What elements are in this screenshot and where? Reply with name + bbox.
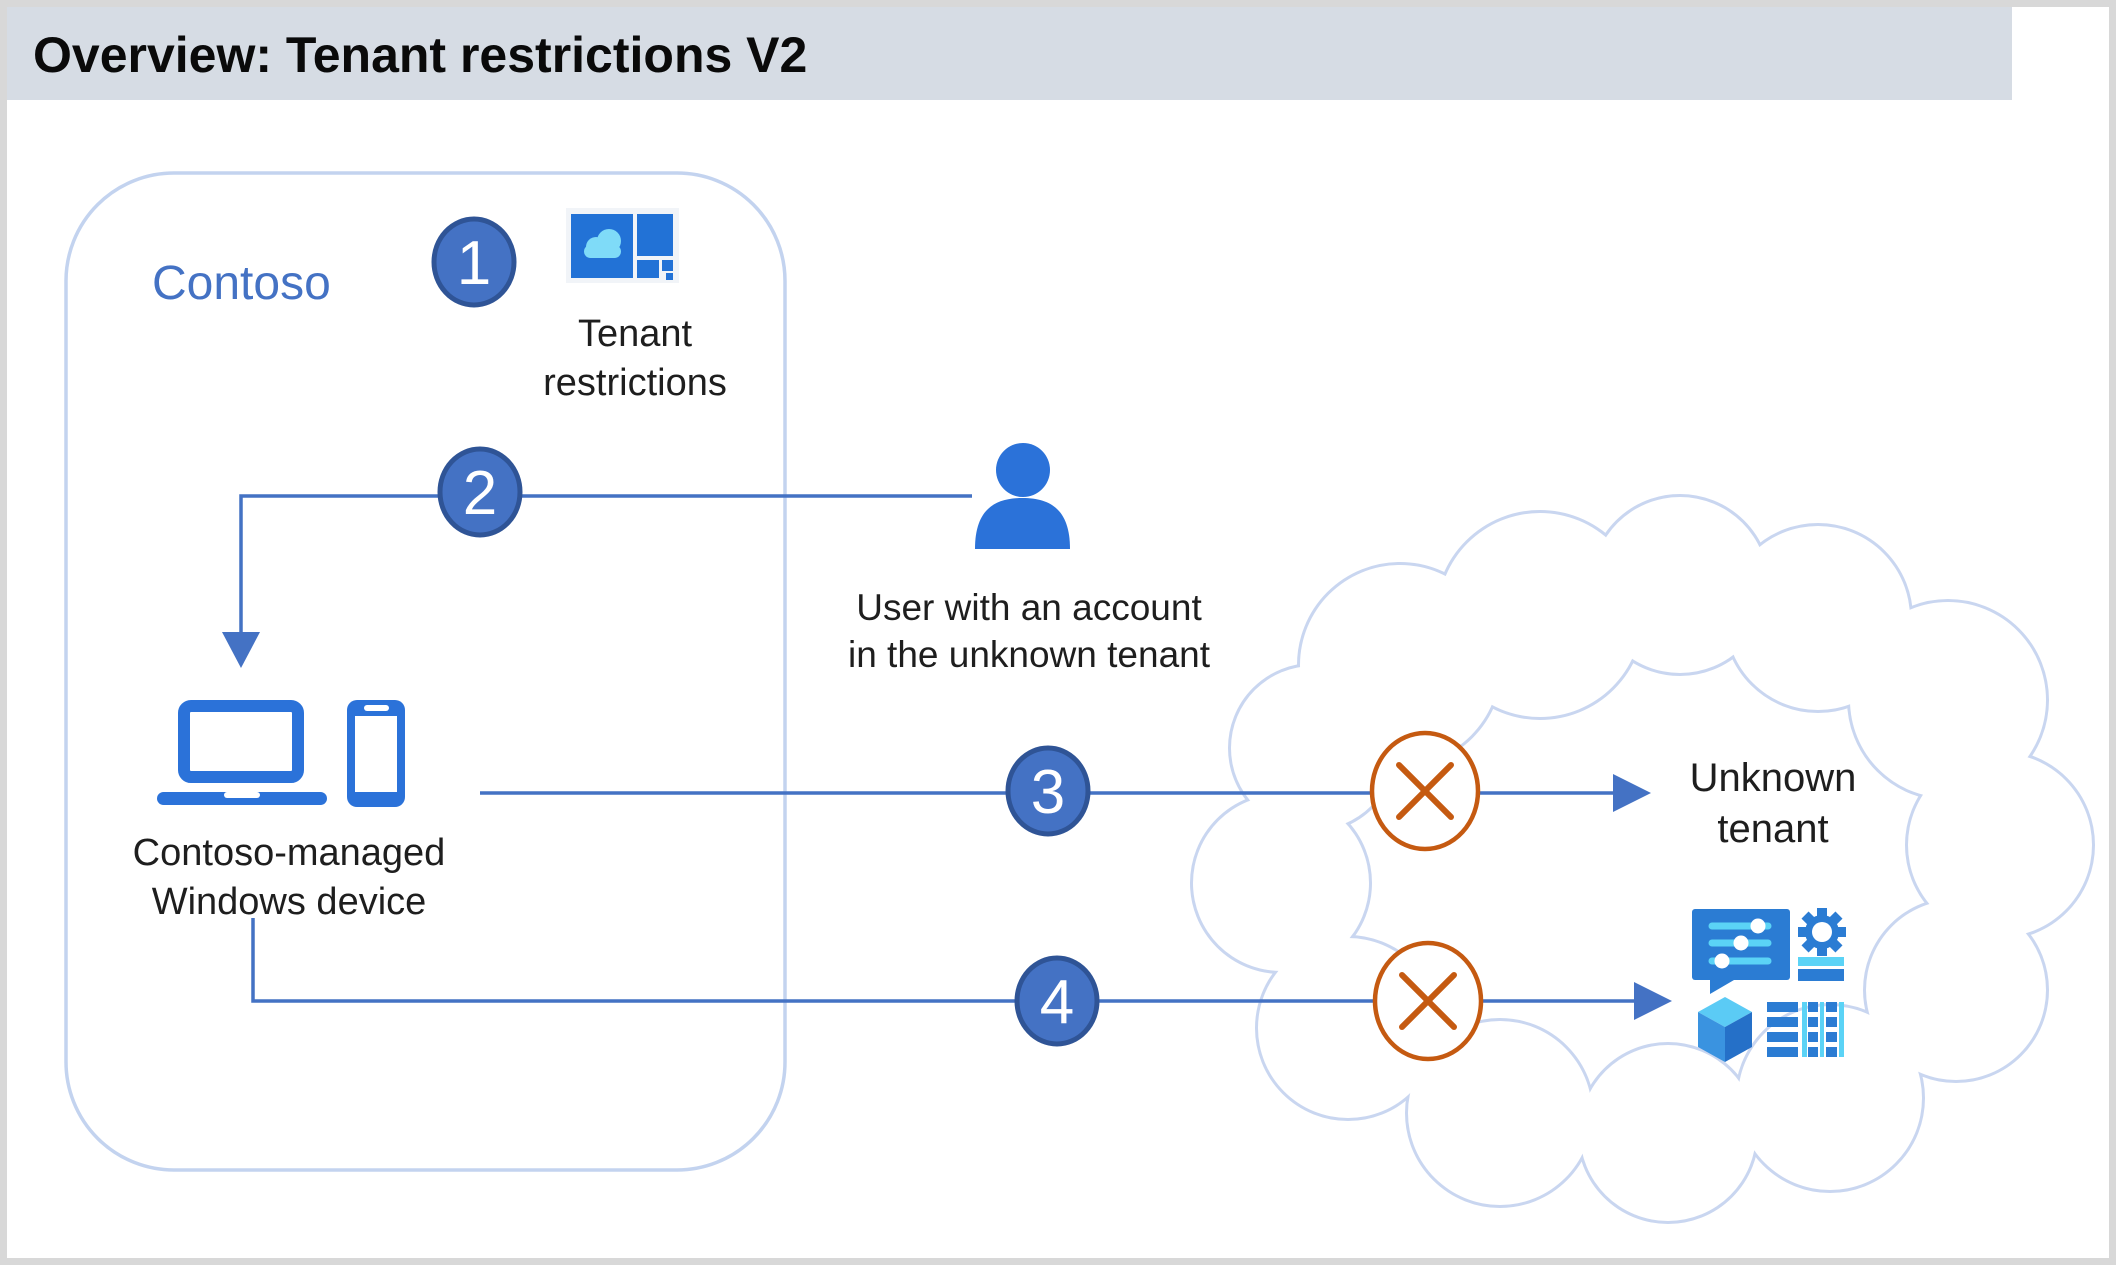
chat-settings-icon — [1692, 909, 1790, 994]
step-number-3: 3 — [1031, 758, 1065, 827]
arrow-step-4 — [251, 918, 1672, 1020]
step-number-2: 2 — [463, 459, 497, 528]
apps-cluster-icon — [1692, 908, 1846, 1062]
contoso-label: Contoso — [152, 257, 331, 310]
arrow-step-2 — [222, 494, 972, 668]
step-circle-1: 1 — [431, 216, 517, 308]
gear-icon — [1798, 908, 1846, 981]
cube-icon — [1698, 997, 1752, 1062]
device-label: Contoso-managed Windows device — [132, 832, 446, 923]
diagram-graphics: 1 2 3 4 — [64, 171, 2095, 1224]
user-label: User with an account in the unknown tena… — [847, 587, 1211, 676]
step-number-1: 1 — [457, 229, 491, 298]
laptop-icon — [157, 700, 327, 805]
blocked-cross-icon-step3 — [1369, 730, 1481, 852]
tenant-restrictions-label: Tenant restrictions — [543, 313, 727, 404]
table-icon — [1767, 1002, 1844, 1057]
page-title: Overview: Tenant restrictions V2 — [33, 27, 808, 83]
contoso-boundary — [64, 171, 787, 1172]
unknown-tenant-cloud-icon — [1190, 494, 2095, 1224]
blocked-cross-icon-step4 — [1372, 940, 1484, 1062]
cloud-glyph — [584, 229, 621, 258]
tenant-restrictions-icon — [566, 208, 679, 283]
phone-icon — [347, 700, 405, 807]
unknown-tenant-label: Unknown tenant — [1689, 756, 1857, 852]
user-icon — [975, 443, 1070, 549]
step-circle-3: 3 — [1005, 745, 1091, 837]
step-number-4: 4 — [1040, 968, 1074, 1037]
title-bar: Overview: Tenant restrictions V2 — [7, 7, 2012, 100]
step-circle-4: 4 — [1014, 955, 1100, 1047]
step-circle-2: 2 — [437, 446, 523, 538]
